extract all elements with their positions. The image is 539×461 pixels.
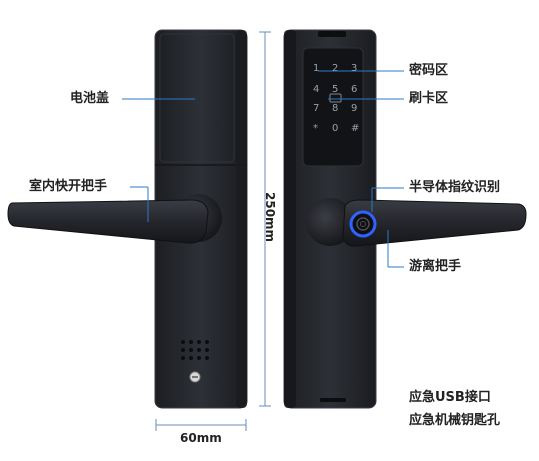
keypad-key: 7 (313, 103, 320, 114)
keypad-key: 3 (351, 63, 358, 74)
outdoor-handle-lever (342, 199, 527, 247)
label-indoor-handle: 室内快开把手 (29, 179, 108, 194)
keypad-panel (302, 47, 364, 167)
keypad-key: * (313, 123, 318, 134)
keypad-key: 0 (332, 123, 339, 134)
speaker-grille (181, 340, 209, 360)
label-fingerprint: 半导体指纹识别 (409, 180, 501, 195)
battery-cover (159, 33, 235, 163)
label-battery-cover: 电池盖 (70, 91, 110, 106)
dimension-lines (155, 31, 271, 431)
outdoor-handle-knob (306, 198, 354, 246)
keypad-key: 8 (332, 103, 339, 114)
keypad-key: # (351, 123, 360, 134)
outdoor-lock-unit (283, 29, 527, 409)
leader-lines (122, 70, 404, 268)
label-password-area: 密码区 (409, 63, 449, 78)
label-card-area: 刷卡区 (409, 91, 449, 106)
keypad-key: 1 (313, 63, 320, 74)
card-reader-icon (329, 93, 342, 103)
keypad-key: 2 (332, 63, 339, 74)
usb-port-slot (320, 398, 346, 402)
dimension-height: 250mm (263, 192, 277, 243)
keypad-key: 4 (313, 84, 320, 95)
dimension-width: 60mm (180, 431, 222, 445)
keypad-key: 6 (351, 84, 358, 95)
label-mech-key: 应急机械钥匙孔 (409, 413, 501, 428)
keypad-key: 9 (351, 103, 358, 114)
label-free-handle: 游离把手 (409, 259, 462, 274)
indoor-handle-lever (7, 199, 209, 244)
label-usb-port: 应急USB接口 (409, 390, 491, 405)
indoor-lock-unit (7, 29, 248, 409)
keypad-key: 5 (332, 84, 339, 95)
